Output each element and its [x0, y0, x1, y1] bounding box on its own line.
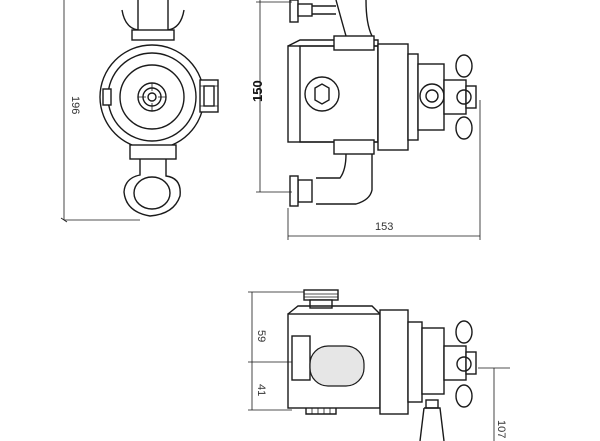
front-view: 196 [60, 0, 219, 223]
front-height-label: 196 [69, 96, 81, 114]
top-upper-label: 59 [255, 330, 267, 342]
side-view: 150 153 [250, 0, 481, 240]
side-depth-label: 153 [375, 221, 393, 233]
top-depth-label: 107 [495, 420, 507, 438]
side-height-label: 150 [250, 80, 265, 102]
top-view: 59 41 107 [248, 289, 510, 441]
top-lower-label: 41 [255, 384, 267, 396]
